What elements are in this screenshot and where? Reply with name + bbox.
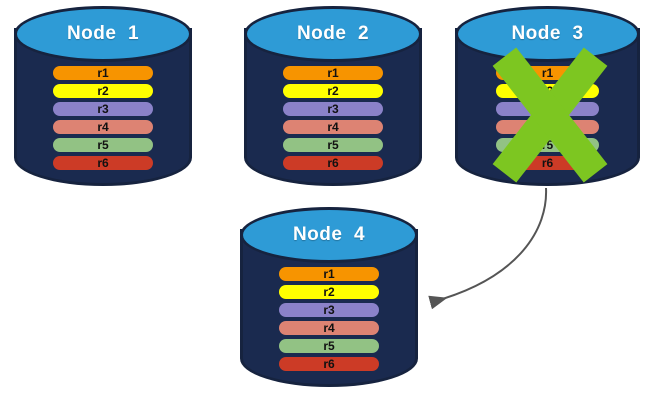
node-2-cylinder-top [244, 6, 422, 62]
replica-r6: r6 [495, 156, 600, 170]
replica-r2: r2 [283, 84, 383, 98]
node-4[interactable]: Node 4 r1 r2 r3 r4 r5 r6 [240, 207, 418, 387]
replica-r1: r1 [495, 66, 600, 80]
node-4-label: Node 4 [292, 224, 366, 245]
failover-arrow-path [428, 187, 548, 310]
replica-r5: r5 [283, 138, 383, 152]
replica-r5: r5 [53, 138, 153, 152]
replica-r6: r6 [283, 156, 383, 170]
node-1-label: Node 1 [66, 23, 140, 44]
replica-r3: r3 [495, 102, 600, 116]
replica-r4: r4 [279, 321, 379, 335]
replica-r5: r5 [495, 138, 600, 152]
replica-r4: r4 [495, 120, 600, 134]
node-4-cylinder-top [240, 207, 418, 263]
replica-r3: r3 [279, 303, 379, 317]
replica-r1: r1 [279, 267, 379, 281]
replica-r4: r4 [53, 120, 153, 134]
node-2[interactable]: Node 2 r1 r2 r3 r4 r5 r6 [244, 6, 422, 186]
replica-r5: r5 [279, 339, 379, 353]
node-1[interactable]: Node 1 r1 r2 r3 r4 r5 r6 [14, 6, 192, 186]
node-1-replica-list: r1 r2 r3 r4 r5 r6 [14, 6, 192, 186]
replica-r3: r3 [283, 102, 383, 116]
replica-r2: r2 [279, 285, 379, 299]
node-2-label: Node 2 [296, 23, 370, 44]
replica-r6: r6 [279, 357, 379, 371]
node-3[interactable]: Node 3 r1 r2 r3 r4 r5 r6 [455, 6, 640, 186]
node-3-replica-list: r1 r2 r3 r4 r5 r6 [455, 6, 640, 186]
replica-r2: r2 [53, 84, 153, 98]
replica-r2: r2 [495, 84, 600, 98]
replica-r1: r1 [53, 66, 153, 80]
replica-r4: r4 [283, 120, 383, 134]
node-2-replica-list: r1 r2 r3 r4 r5 r6 [244, 6, 422, 186]
node-3-label: Node 3 [511, 23, 584, 44]
replica-r1: r1 [283, 66, 383, 80]
replica-r6: r6 [53, 156, 153, 170]
replica-r3: r3 [53, 102, 153, 116]
node-1-cylinder-top [14, 6, 192, 62]
node-4-replica-list: r1 r2 r3 r4 r5 r6 [240, 207, 418, 387]
